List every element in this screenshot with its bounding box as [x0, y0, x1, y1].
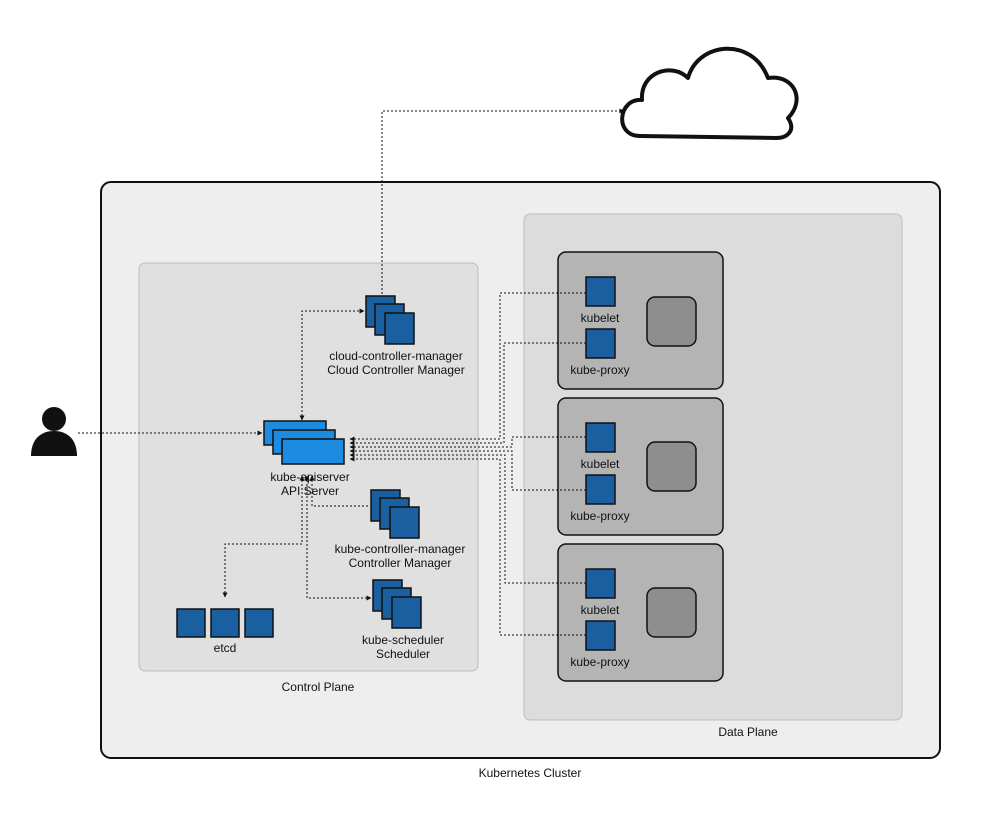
kubelet-1-icon: [585, 276, 616, 307]
etcd-label: etcd: [213, 641, 237, 655]
kubelet-1-label: kubelet: [580, 311, 620, 325]
cloud-controller-manager-icon: [365, 295, 415, 345]
kube-proxy-2-label: kube-proxy: [570, 509, 630, 523]
kube-controller-manager-label: kube-controller-manager Controller Manag…: [320, 542, 480, 570]
pod-2: [646, 441, 697, 492]
worker-node-3: [557, 543, 724, 682]
kubernetes-cluster-label: Kubernetes Cluster: [478, 766, 582, 780]
cloud-controller-manager-label: cloud-controller-manager Cloud Controlle…: [316, 349, 476, 377]
kube-proxy-1-icon: [585, 328, 616, 359]
kubelet-3-icon: [585, 568, 616, 599]
kubelet-2-label: kubelet: [580, 457, 620, 471]
worker-node-2: [557, 397, 724, 536]
kube-apiserver-icon: [263, 420, 345, 465]
pod-3: [646, 587, 697, 638]
kube-scheduler-name: kube-scheduler: [361, 633, 445, 647]
control-plane-label: Control Plane: [281, 680, 355, 694]
kubelet-3-label: kubelet: [580, 603, 620, 617]
etcd-icon: [176, 608, 274, 638]
cloud-controller-manager-desc: Cloud Controller Manager: [327, 363, 465, 377]
kube-controller-manager-icon: [370, 489, 420, 539]
kube-apiserver-desc: API Server: [280, 484, 340, 498]
kube-proxy-2-icon: [585, 474, 616, 505]
cloud-icon: [620, 46, 799, 140]
kube-scheduler-icon: [372, 579, 422, 629]
kube-scheduler-desc: Scheduler: [375, 647, 431, 661]
connection-lines: [78, 108, 625, 636]
kube-proxy-1-label: kube-proxy: [570, 363, 630, 377]
kube-apiserver-name: kube-apiserver: [270, 470, 350, 484]
data-plane-label: Data Plane: [718, 725, 778, 739]
cloud-controller-manager-name: cloud-controller-manager: [329, 349, 463, 363]
kube-controller-manager-name: kube-controller-manager: [334, 542, 466, 556]
pod-1: [646, 296, 697, 347]
worker-node-1: [557, 251, 724, 390]
kube-proxy-3-icon: [585, 620, 616, 651]
kube-proxy-3-label: kube-proxy: [570, 655, 630, 669]
kube-controller-manager-desc: Controller Manager: [348, 556, 452, 570]
kubelet-2-icon: [585, 422, 616, 453]
kube-scheduler-label: kube-scheduler Scheduler: [343, 633, 463, 661]
user-icon: [31, 407, 77, 456]
kube-apiserver-label: kube-apiserver API Server: [250, 470, 370, 498]
